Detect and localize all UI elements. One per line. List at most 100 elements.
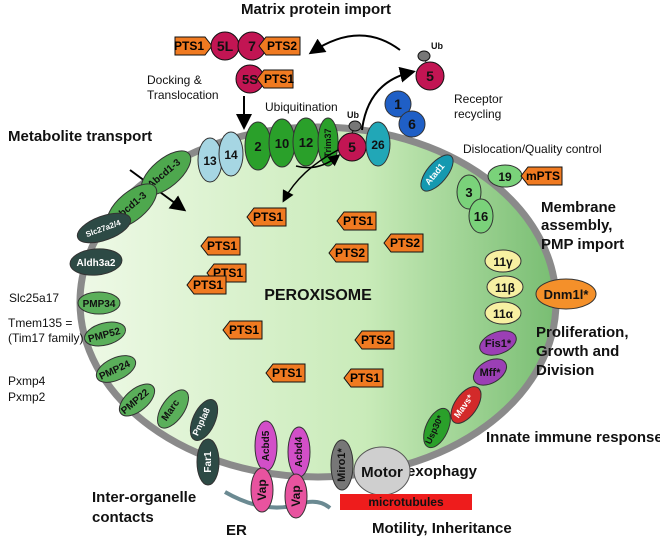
ubiquitination-label: Ubiquitination xyxy=(265,100,338,114)
membrane-assembly-line1: Membrane xyxy=(541,199,616,216)
svg-text:PTS1: PTS1 xyxy=(343,214,373,228)
pex19: 19 xyxy=(487,164,523,188)
svg-text:16: 16 xyxy=(474,209,488,224)
cargo-pts1-3: PTS1 xyxy=(200,236,241,256)
svg-text:PTS1: PTS1 xyxy=(350,371,380,385)
mff: Mff* xyxy=(472,358,508,386)
docking-label: Docking & xyxy=(147,73,202,87)
ubiquitination-arrow xyxy=(282,149,339,203)
proliferation-line2: Growth and xyxy=(536,343,619,360)
far1: Far1 xyxy=(196,438,220,486)
receptor-label: Receptor xyxy=(454,92,503,106)
svg-text:11α: 11α xyxy=(493,307,514,321)
marc: Marc xyxy=(156,389,190,429)
pex11-beta: 11β xyxy=(486,275,524,299)
svg-text:Dnm1l*: Dnm1l* xyxy=(544,287,590,302)
cargo-pts1-1: PTS1 xyxy=(246,207,287,227)
pex26: 26 xyxy=(365,121,391,167)
pex12: 12 xyxy=(292,117,320,167)
svg-text:PTS2: PTS2 xyxy=(267,39,297,53)
svg-text:Acbd5: Acbd5 xyxy=(261,430,272,461)
svg-text:PTS1: PTS1 xyxy=(229,323,259,337)
cargo-pts1-8: PTS1 xyxy=(343,368,384,388)
translocation-label: Translocation xyxy=(147,88,219,102)
ub-tag-top: Ub xyxy=(417,41,443,63)
svg-text:Acbd4: Acbd4 xyxy=(294,436,305,467)
pex16: 16 xyxy=(468,198,494,234)
pex14: 14 xyxy=(218,131,244,177)
pmp34: PMP34 xyxy=(77,291,121,315)
tim17-label: (Tim17 family) xyxy=(8,331,84,345)
pex3: 3 xyxy=(456,174,482,210)
svg-text:Aldh3a2: Aldh3a2 xyxy=(77,258,116,269)
svg-text:PTS1: PTS1 xyxy=(174,39,204,53)
svg-text:PTS2: PTS2 xyxy=(361,333,391,347)
matrix-import-heading: Matrix protein import xyxy=(241,1,391,18)
pts1-cargo-docking: PTS1 xyxy=(256,69,294,89)
pex6: 6 xyxy=(398,110,426,138)
aldh3a2: Aldh3a2 xyxy=(69,248,123,276)
cargo-pts1-6: PTS1 xyxy=(222,320,263,340)
motor-protein: Motor xyxy=(353,446,411,496)
pts2-cargo-top: PTS2 xyxy=(258,36,301,56)
proliferation-line1: Proliferation, xyxy=(536,324,629,341)
svg-text:Vap: Vap xyxy=(255,479,269,500)
pex5l-receptor: 5L xyxy=(210,31,240,61)
svg-text:5S: 5S xyxy=(242,72,258,87)
usp30: Usp30* xyxy=(423,407,451,449)
svg-text:7: 7 xyxy=(248,38,256,54)
pex5s-receptor: 5S xyxy=(235,64,265,94)
pxmp2-label: Pxmp2 xyxy=(8,390,46,404)
svg-text:Ub: Ub xyxy=(347,110,359,120)
miro1: Miro1* xyxy=(330,439,354,491)
svg-text:11γ: 11γ xyxy=(493,255,513,269)
svg-text:5L: 5L xyxy=(217,38,234,54)
inter-organelle-line1: Inter-organelle xyxy=(92,489,196,506)
svg-text:26: 26 xyxy=(371,138,385,152)
pmp52: PMP52 xyxy=(84,321,126,347)
mavs: Mavs* xyxy=(450,386,482,424)
er-label: ER xyxy=(226,522,247,539)
dislocation-label: Dislocation/Quality control xyxy=(463,142,602,156)
pex5-ubiquitinated: 5 xyxy=(337,132,367,162)
svg-text:Motor: Motor xyxy=(361,464,403,481)
svg-text:PTS2: PTS2 xyxy=(390,236,420,250)
pex11-gamma: 11γ xyxy=(484,249,522,273)
receptor-export-arrow xyxy=(361,66,416,131)
cargo-pts2-2: PTS2 xyxy=(328,243,369,263)
mpts-cargo: mPTS xyxy=(520,166,563,186)
metabolite-transport-heading: Metabolite transport xyxy=(8,128,152,145)
pex13: 13 xyxy=(197,137,223,183)
svg-text:5: 5 xyxy=(426,68,434,84)
pex11-alpha: 11α xyxy=(484,301,522,325)
svg-text:Fis1*: Fis1* xyxy=(485,338,512,350)
slc25a17-label: Slc25a17 xyxy=(9,291,59,305)
svg-text:Trim37: Trim37 xyxy=(323,128,333,157)
recycling-return-arrow xyxy=(308,34,401,55)
svg-text:PTS1: PTS1 xyxy=(207,239,237,253)
cargo-pts1-7: PTS1 xyxy=(265,363,306,383)
pex2: 2 xyxy=(244,121,272,171)
svg-text:2: 2 xyxy=(254,139,261,154)
membrane-assembly-line2: assembly, xyxy=(541,217,612,234)
cargo-pts1-2: PTS1 xyxy=(336,211,377,231)
svg-text:13: 13 xyxy=(203,154,217,168)
pex5-recycled: 5 xyxy=(415,61,445,91)
svg-text:PTS1: PTS1 xyxy=(193,278,223,292)
acbd5: Acbd5 xyxy=(254,420,278,472)
proliferation-line3: Division xyxy=(536,362,594,379)
svg-text:mPTS: mPTS xyxy=(526,169,560,183)
svg-text:10: 10 xyxy=(275,136,289,151)
recycling-label: recycling xyxy=(454,107,501,121)
peroxisome-label: PEROXISOME xyxy=(264,287,372,304)
er-membrane xyxy=(224,490,332,510)
pex1: 1 xyxy=(384,90,412,118)
svg-text:Far1: Far1 xyxy=(203,451,214,473)
svg-text:19: 19 xyxy=(498,170,512,184)
pxmp4-label: Pxmp4 xyxy=(8,374,46,388)
svg-text:1: 1 xyxy=(394,96,402,112)
svg-text:microtubules: microtubules xyxy=(368,495,444,509)
svg-text:Miro1*: Miro1* xyxy=(336,447,348,481)
vap-1: Vap xyxy=(250,467,274,513)
